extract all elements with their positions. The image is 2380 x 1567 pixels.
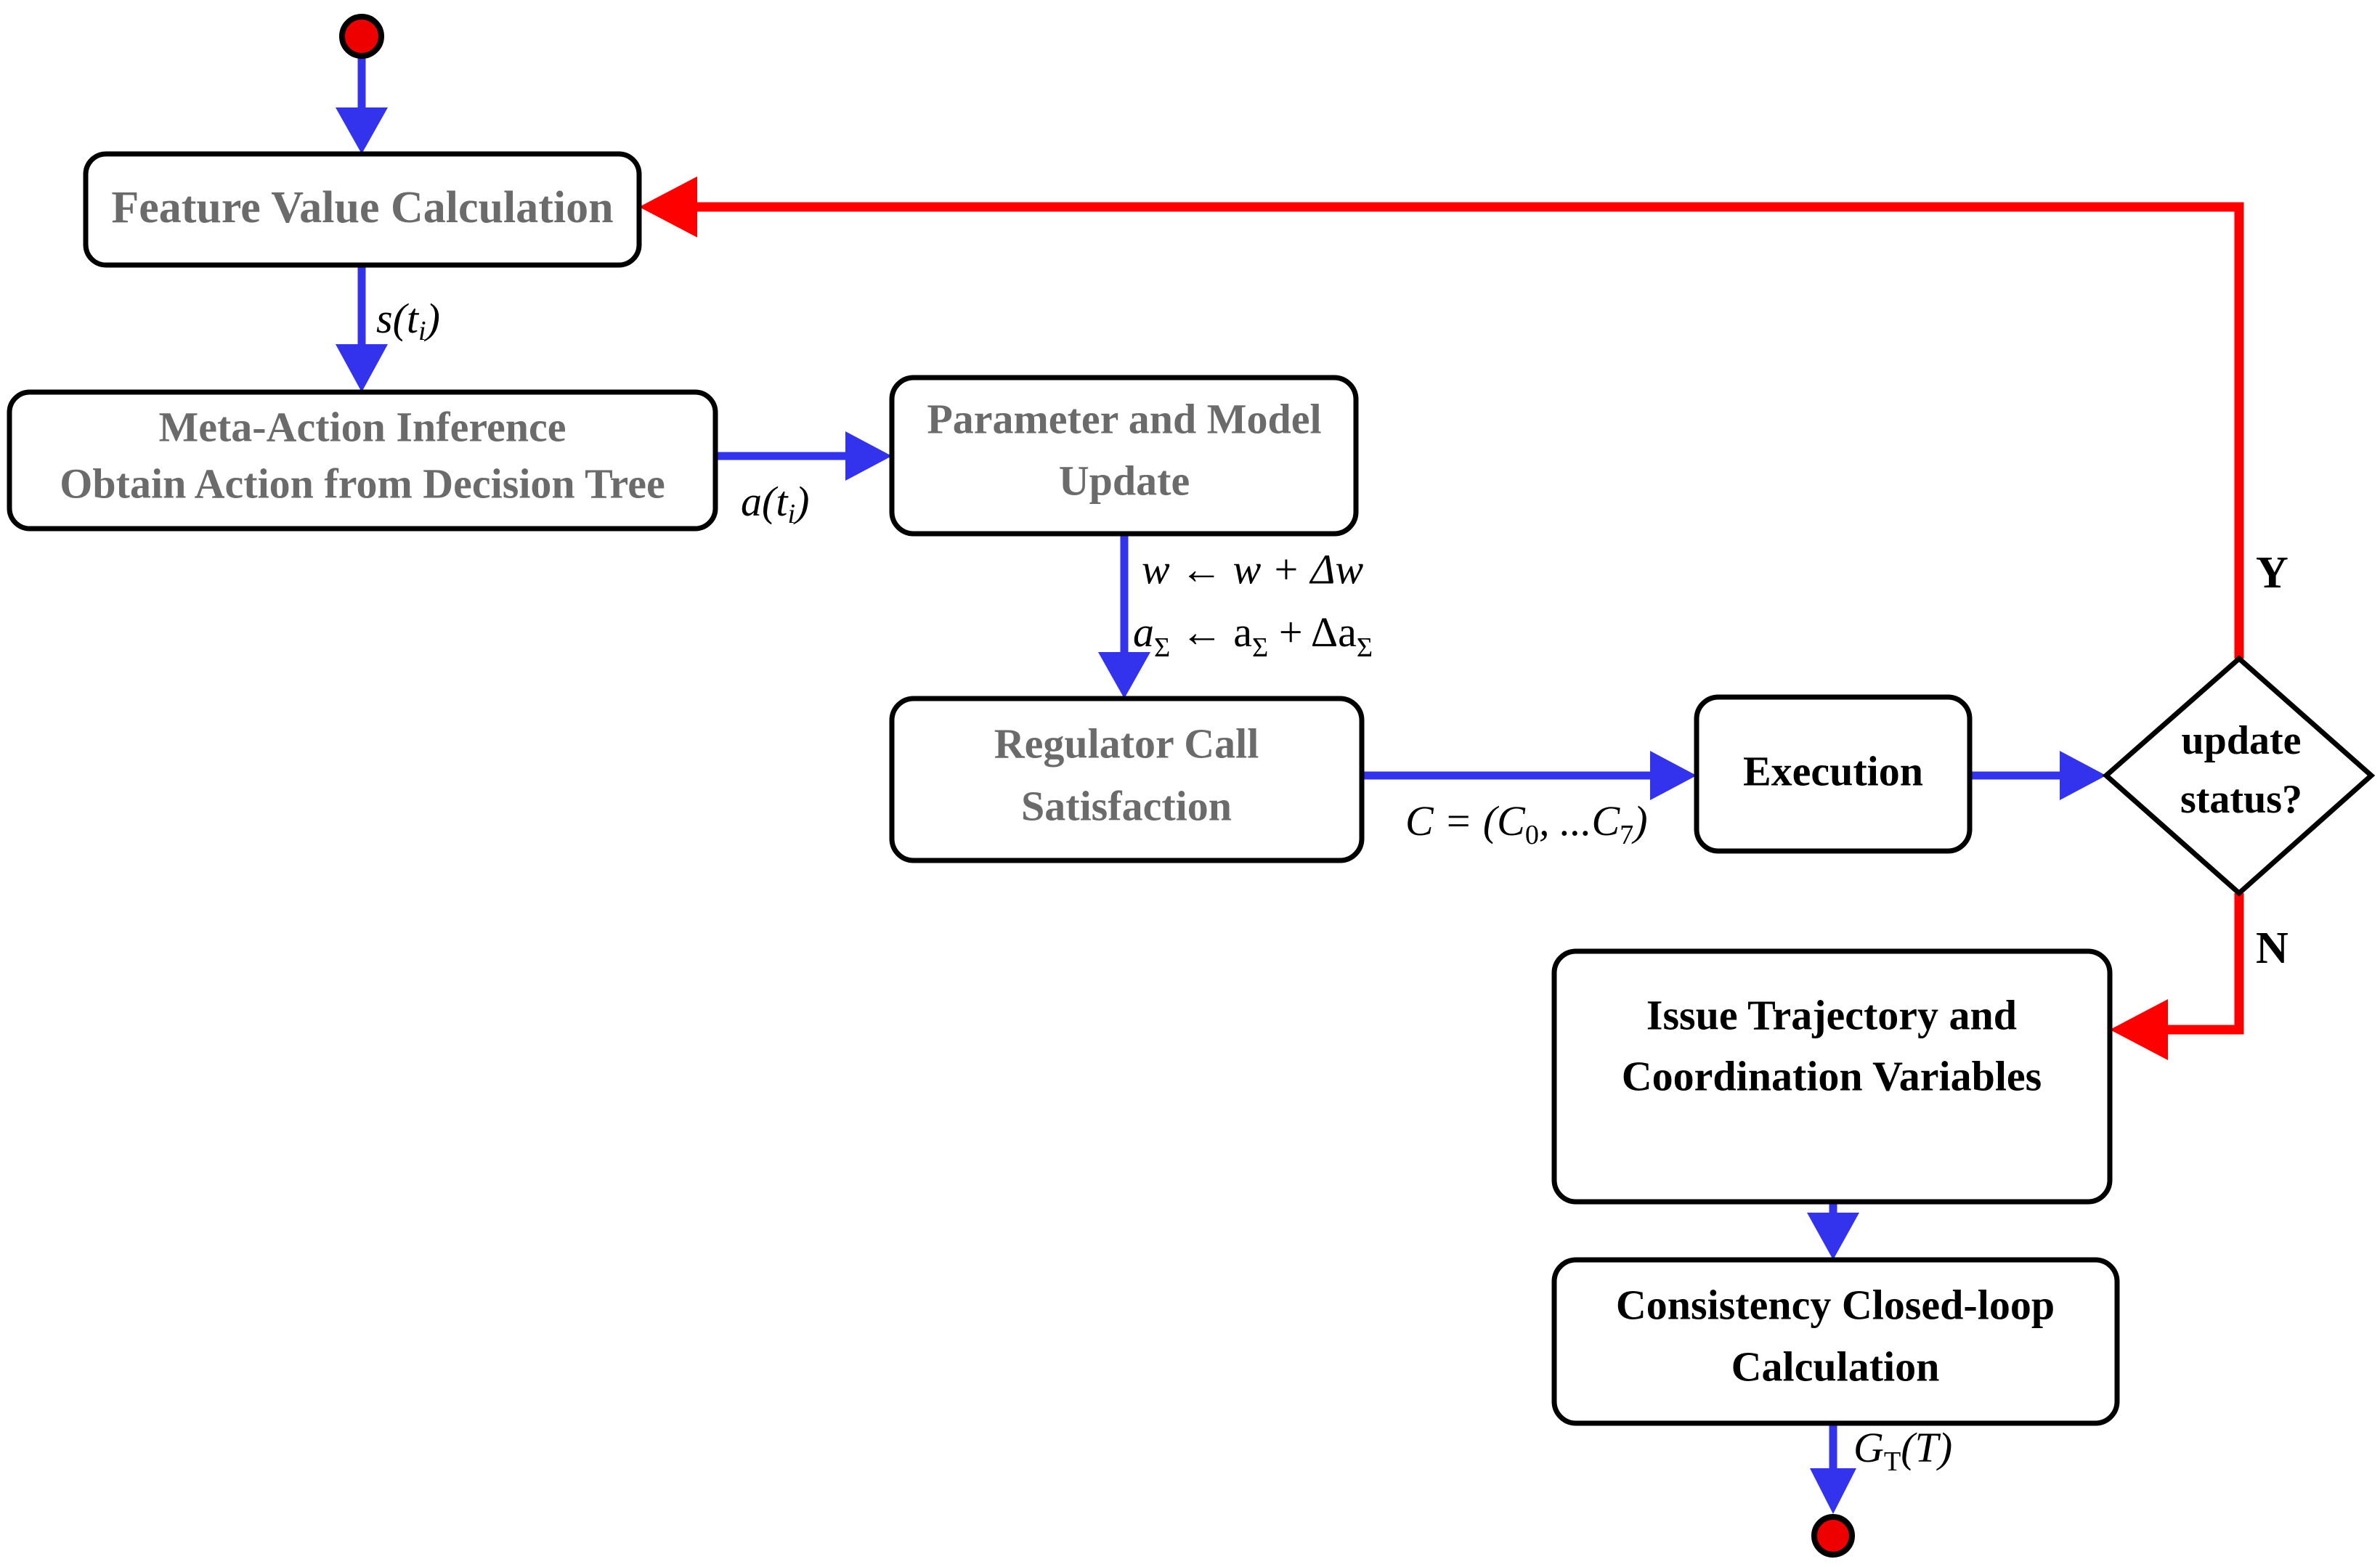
svg-text:a(ti): a(ti) [741,478,809,529]
edge-label-s-sub: i [418,316,426,346]
start-terminal [339,14,384,59]
edge-label-gt-tail: (T) [1901,1424,1952,1471]
edge-label-gt: GT(T) [1853,1424,1952,1476]
edge-label-w-update: w ← w + Δw [1142,545,1364,593]
update-status-label-line2: status? [2180,777,2302,822]
edge-label-a-sub: i [787,499,795,529]
node-update-status-decision[interactable]: update status? [2102,655,2376,897]
edge-label-asigma-sub3: Σ [1357,632,1373,663]
consistency-closed-loop-box[interactable] [1551,1257,2120,1426]
edge-label-a-tail: ) [793,478,809,525]
edge-label-asigma-base: a [1133,609,1154,656]
node-regulator-call-satisfaction[interactable]: Regulator Call Satisfaction [889,696,1365,863]
execution-label: Execution [1743,747,1923,794]
issue-trajectory-label-line2: Coordination Variables [1622,1052,2042,1099]
svg-text:aΣ ← aΣ + ΔaΣ: aΣ ← aΣ + ΔaΣ [1133,609,1373,662]
edge-label-asigma-sub2: Σ [1252,632,1268,663]
branch-label-no: N [2256,924,2288,973]
edge-meta-to-parameter [715,431,892,481]
edge-label-a-base: a(t [741,478,789,525]
issue-trajectory-box[interactable] [1551,948,2113,1205]
update-status-label-line1: update [2182,718,2302,763]
edge-issue-to-consistency [1807,1202,1859,1260]
svg-text:C = (C0, ...C7): C = (C0, ...C7) [1405,797,1648,850]
svg-text:s(ti): s(ti) [376,295,440,346]
meta-action-inference-box[interactable] [7,389,718,532]
edge-execution-to-decision [1970,751,2106,800]
end-terminal [1811,1514,1855,1558]
edge-label-asigma-mid1: ← a [1170,609,1252,656]
node-consistency-closed-loop-calculation[interactable]: Consistency Closed-loop Calculation [1551,1257,2120,1426]
edge-decision-no-to-issue [2110,893,2244,1060]
edge-label-gt-base: G [1853,1424,1884,1471]
edge-label-c-sub2: 7 [1620,820,1633,850]
edge-label-c-base: C = (C [1405,797,1526,844]
edge-label-s-ti: s(ti) [376,295,440,346]
edge-label-c-mid: , ...C [1539,797,1621,844]
edge-label-c-sub1: 0 [1525,820,1539,850]
edge-label-c-vector: C = (C0, ...C7) [1405,797,1648,850]
edge-label-c-tail: ) [1631,797,1647,844]
regulator-call-satisfaction-label-line1: Regulator Call [994,720,1259,767]
edge-regulator-to-execution [1362,751,1697,800]
parameter-and-model-update-label-line2: Update [1059,457,1190,504]
edge-label-a-ti: a(ti) [741,478,809,529]
edge-parameter-to-regulator [1098,534,1150,699]
edge-start-to-feature [336,57,388,154]
node-parameter-and-model-update[interactable]: Parameter and Model Update [889,375,1359,537]
edge-label-a-sigma-update: aΣ ← aΣ + ΔaΣ [1133,609,1373,662]
edge-label-w-update-text: w ← w + Δw [1142,545,1364,593]
update-status-diamond[interactable] [2102,655,2376,897]
edge-feature-to-meta [336,265,388,392]
node-meta-action-inference[interactable]: Meta-Action Inference Obtain Action from… [7,389,718,532]
node-execution[interactable]: Execution [1694,694,1973,854]
node-issue-trajectory-and-coordination-variables[interactable]: Issue Trajectory and Coordination Variab… [1551,948,2113,1205]
meta-action-inference-label-line2: Obtain Action from Decision Tree [60,460,665,507]
edge-label-asigma-sub1: Σ [1154,632,1170,663]
edge-consistency-to-end [1810,1423,1856,1514]
meta-action-inference-label-line1: Meta-Action Inference [159,403,566,450]
branch-label-yes: Y [2256,548,2288,598]
edge-label-s-tail: ) [424,295,440,342]
edge-label-gt-sub: T [1884,1446,1901,1477]
feature-value-calculation-label: Feature Value Calculation [111,183,613,232]
svg-text:GT(T): GT(T) [1853,1424,1952,1476]
regulator-call-satisfaction-box[interactable] [889,696,1365,863]
edge-decision-yes-to-feature [639,176,2244,659]
issue-trajectory-label-line1: Issue Trajectory and [1646,991,2017,1038]
feature-value-calculation-box[interactable] [83,151,642,268]
parameter-and-model-update-box[interactable] [889,375,1359,537]
execution-box[interactable] [1694,694,1973,854]
parameter-and-model-update-label-line1: Parameter and Model [927,395,1321,442]
regulator-call-satisfaction-label-line2: Satisfaction [1021,782,1232,829]
node-feature-value-calculation[interactable]: Feature Value Calculation [83,151,642,268]
edge-label-asigma-mid2: + Δa [1268,609,1357,656]
consistency-closed-loop-label-line2: Calculation [1731,1343,1940,1390]
consistency-closed-loop-label-line1: Consistency Closed-loop [1616,1281,2055,1328]
edge-label-s-base: s(t [376,295,420,342]
